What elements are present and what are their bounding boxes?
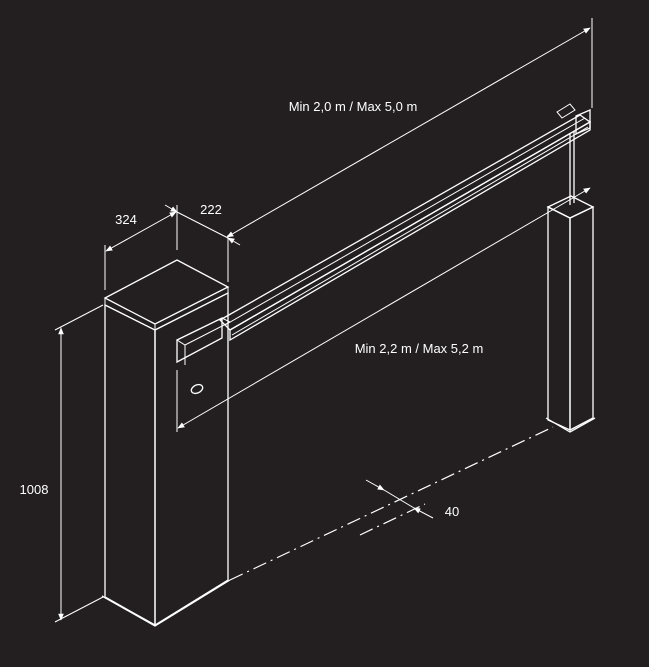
dimension-arm-length: Min 2,0 m / Max 5,0 m [226,18,593,238]
dimension-cabinet-depth: 324 [104,205,178,290]
arm-gap-label: 40 [445,504,459,519]
cabinet-height-label: 1008 [20,482,49,497]
cabinet-depth-label: 324 [115,212,137,227]
cabinet-side-face [154,291,229,627]
barrier-cabinet [101,259,232,627]
arm-length-label: Min 2,0 m / Max 5,0 m [289,99,418,114]
ground-line-front [229,426,554,581]
post-front-face [547,205,571,432]
cabinet-front-face [104,303,156,627]
post-side-face [569,205,594,432]
dimension-opening-width: Min 2,2 m / Max 5,2 m [176,187,591,432]
support-post [545,195,596,433]
boom-arm [218,103,592,342]
dimension-arm-gap: 40 [365,479,459,519]
arm-offset-label: 222 [200,202,222,217]
dimension-cabinet-height: 1008 [20,304,104,623]
dimension-arm-offset: 222 [164,202,241,282]
opening-width-label: Min 2,2 m / Max 5,2 m [355,341,484,356]
arm-mount-bracket [176,316,223,364]
lock-keyhole-icon [190,383,204,395]
